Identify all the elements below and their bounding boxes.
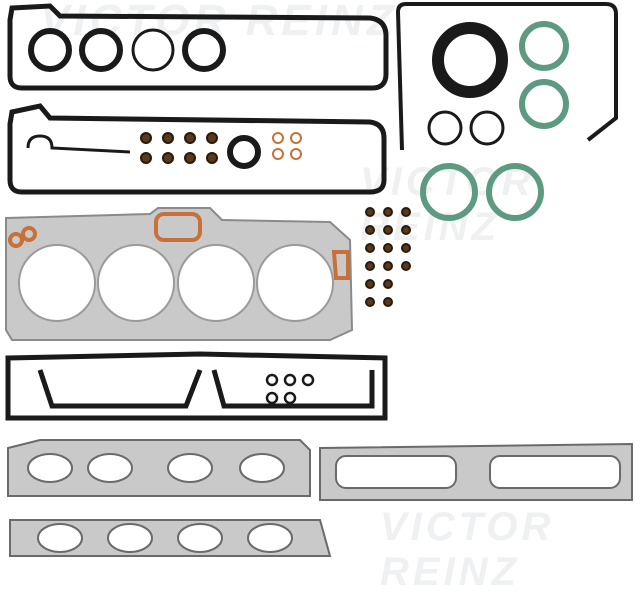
lower-manifold-gasket [9, 519, 332, 557]
small-seals [26, 132, 302, 169]
intake-manifold-gasket [7, 439, 311, 497]
valve-cover-gasket-second [7, 103, 387, 195]
gasket-set-illustration [5, 2, 633, 557]
cylinder-head-gasket [5, 207, 354, 341]
valve-cover-gasket-top [7, 3, 389, 91]
timing-cover-gasket [395, 2, 618, 151]
exhaust-manifold-gasket [319, 442, 633, 501]
camshaft-gasket [5, 351, 388, 421]
valve-stem-seals [365, 207, 411, 307]
green-seals [420, 21, 569, 221]
